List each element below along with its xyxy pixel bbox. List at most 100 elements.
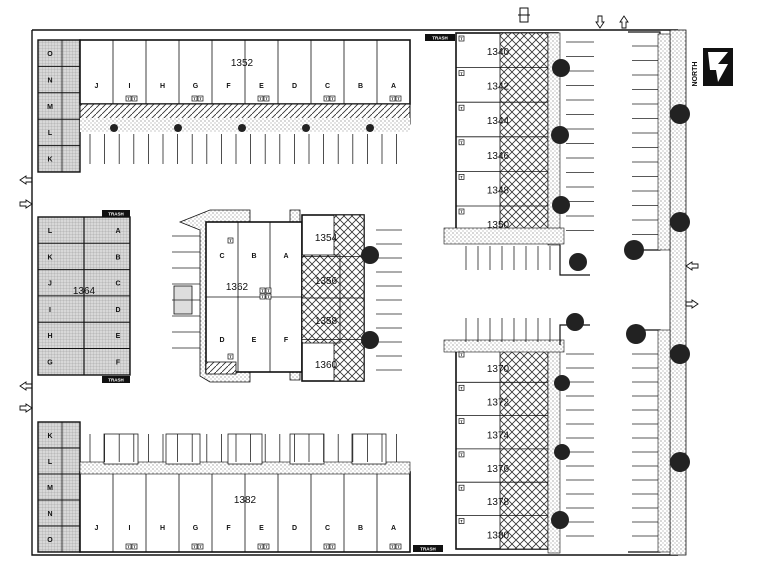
shrub-icon [361, 246, 379, 264]
building-1352-side-units [37, 39, 81, 173]
east-landscape-strip [669, 29, 687, 556]
unit-label: M [47, 104, 53, 111]
unit-label: C [325, 83, 330, 90]
unit-label: A [283, 253, 288, 260]
unit-label: C [219, 253, 224, 260]
svg-text:T: T [325, 96, 328, 101]
unit-number: 1354 [315, 233, 338, 244]
svg-text:TRASH: TRASH [432, 36, 448, 41]
hydrant-icon [518, 7, 530, 23]
shrub-icon [670, 212, 690, 232]
unit-label: H [47, 333, 52, 340]
svg-text:T: T [229, 238, 232, 243]
unit-label: E [259, 83, 264, 90]
shrub-icon [554, 444, 570, 460]
unit-label: I [129, 83, 131, 90]
svg-text:T: T [267, 288, 270, 293]
svg-text:T: T [391, 544, 394, 549]
svg-text:T: T [460, 175, 463, 180]
unit-number: 1374 [487, 431, 510, 442]
meter-icon [389, 543, 396, 550]
meter-icon [458, 174, 465, 180]
entry-arrow-icon [19, 403, 33, 413]
svg-text:T: T [193, 544, 196, 549]
shrub-icon [361, 331, 379, 349]
unit-label: J [95, 83, 99, 90]
svg-text:T: T [460, 36, 463, 41]
shrub-icon [174, 124, 182, 132]
shrub-icon [569, 253, 587, 271]
meter-icon [263, 95, 270, 102]
meter-icon [257, 543, 264, 550]
shrub-icon [670, 344, 690, 364]
svg-text:T: T [229, 354, 232, 359]
parking-row-1382 [89, 433, 398, 465]
meter-icon [329, 543, 336, 550]
svg-text:T: T [193, 96, 196, 101]
svg-text:T: T [331, 544, 334, 549]
meter-icon [458, 451, 465, 458]
unit-label: L [48, 228, 53, 235]
unit-number: 1344 [487, 116, 510, 127]
unit-label: N [47, 77, 52, 84]
meter-icon [197, 95, 204, 102]
building-1352-landscape [80, 118, 410, 132]
unit-number: 1378 [487, 497, 510, 508]
meter-icon [329, 95, 336, 102]
landscape-trees [110, 59, 690, 529]
unit-number: 1342 [487, 82, 510, 93]
meter-icon [131, 543, 138, 550]
svg-text:T: T [460, 452, 463, 457]
meter-icon [257, 95, 264, 102]
meter-icon [227, 353, 234, 360]
shrub-icon [670, 104, 690, 124]
meter-icon [227, 237, 234, 244]
meter-icon [259, 293, 266, 300]
unit-number: 1346 [487, 151, 510, 162]
building-1352-number: 1352 [231, 58, 254, 69]
svg-text:T: T [259, 96, 262, 101]
meter-icon [265, 293, 272, 300]
unit-label: N [47, 511, 52, 518]
unit-label: O [47, 51, 53, 58]
svg-text:T: T [460, 519, 463, 524]
svg-text:T: T [460, 352, 463, 357]
shrub-icon [366, 124, 374, 132]
unit-label: G [193, 83, 199, 90]
unit-label: O [47, 537, 53, 544]
unit-label: L [48, 130, 53, 137]
unit-label: E [259, 525, 264, 532]
shrub-icon [551, 126, 569, 144]
entry-arrow-icon [595, 15, 605, 29]
building-1382-side-units [37, 421, 81, 553]
unit-label: F [284, 337, 289, 344]
svg-text:T: T [460, 105, 463, 110]
parking-east [465, 41, 658, 537]
meter-icon [458, 208, 465, 215]
svg-text:TRASH: TRASH [108, 378, 124, 383]
unit-label: H [160, 83, 165, 90]
meter-icon [458, 518, 465, 524]
svg-text:TRASH: TRASH [420, 547, 436, 552]
svg-text:T: T [331, 96, 334, 101]
unit-label: I [49, 307, 51, 314]
entry-arrow-icon [19, 175, 33, 185]
unit-label: B [251, 253, 256, 260]
svg-text:T: T [261, 294, 264, 299]
unit-label: H [160, 525, 165, 532]
meter-icon [323, 543, 330, 550]
shrub-icon [302, 124, 310, 132]
svg-text:T: T [391, 96, 394, 101]
shrub-icon [670, 452, 690, 472]
unit-label: J [95, 525, 99, 532]
unit-label: A [391, 525, 396, 532]
svg-text:T: T [460, 71, 463, 76]
unit-label: F [116, 360, 121, 367]
shrub-icon [554, 375, 570, 391]
